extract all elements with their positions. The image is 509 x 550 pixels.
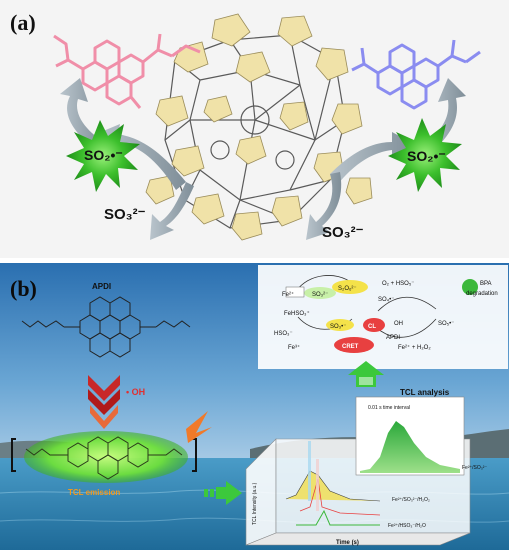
radical-burst-left [66,120,140,192]
y-axis-label: TCL Intensity (a.u.) [252,482,258,525]
trace-2-label: Fe²⁺/SO₃²⁻/H₂O₂ [392,497,430,503]
apdi-label: APDI [92,282,111,291]
tcl-emission-label: TCL emission [68,488,120,497]
radical-right-label: SO₂•⁻ [407,148,446,164]
oh-label: • OH [126,387,145,397]
panel-b-illustration: APDI • OH TCL emission [0,263,509,550]
pink-molecule [53,33,201,109]
trace-1-label: Fe²⁺/SO₃²⁻ [462,465,487,471]
panel-a-illustration: SO₂•⁻ SO₂•⁻ SO₃²⁻ SO₃²⁻ [53,13,481,241]
product-molecule [25,436,183,480]
panel-a-label: (a) [10,10,36,35]
apdi-molecule [21,296,191,358]
tcl-glow [24,431,188,483]
mech-fe-h2o2: Fe²⁺ + H₂O₂ [398,344,431,351]
tcl-plot: 0.01 s time interval Fe²⁺/SO₃²⁻ Fe²⁺/SO₃… [245,396,487,546]
green-right-arrow [204,481,242,505]
oh-reaction-arrows [88,375,120,429]
panel-a: (a) [0,0,509,258]
lightning-icon [186,411,212,443]
mech-so3r: SO₃•⁻ [330,324,346,330]
bpa-label: BPA [480,281,492,287]
mof-polyhedra [145,13,373,241]
panel-b-label: (b) [10,276,37,301]
mech-so3: SO₃²⁻ [312,292,328,298]
mech-fe2: Fe²⁺ [282,291,294,298]
mech-oh: OH [394,321,403,327]
mech-apdi: APDI [386,335,400,341]
radical-left-label: SO₂•⁻ [84,147,123,163]
mech-fe3: Fe³⁺ [288,344,300,351]
mech-o2-hso5: O₂ + HSO₅⁻ [382,281,414,287]
mech-so5: SO₅•⁻ [438,321,454,327]
trace-3-label: Fe²⁺/HSO₃⁻/H₂O [388,523,426,529]
panel-b: APDI • OH TCL emission [0,263,509,550]
x-axis-label: Time (s) [336,540,359,546]
mech-so4: SO₄•⁻ [378,297,394,303]
mech-feiii: FeHSO₃⁺ [284,310,310,317]
bpa-degradation-label: degradation [466,291,498,297]
radical-burst-right [388,118,462,192]
mech-cret: CRET [342,344,359,350]
mech-hso3: HSO₃⁻ [274,331,293,337]
mech-s2o6: S₂O₆²⁻ [338,286,357,292]
sulfite-right-label: SO₃²⁻ [322,224,364,241]
sulfite-left-label: SO₃²⁻ [104,206,146,223]
green-up-arrow [348,361,384,387]
blue-molecule [351,39,481,110]
time-interval-label: 0.01 s time interval [368,405,410,411]
mechanism-scheme [258,265,508,369]
mech-cl: CL [368,324,376,330]
tcl-analysis-title: TCL analysis [400,388,450,397]
